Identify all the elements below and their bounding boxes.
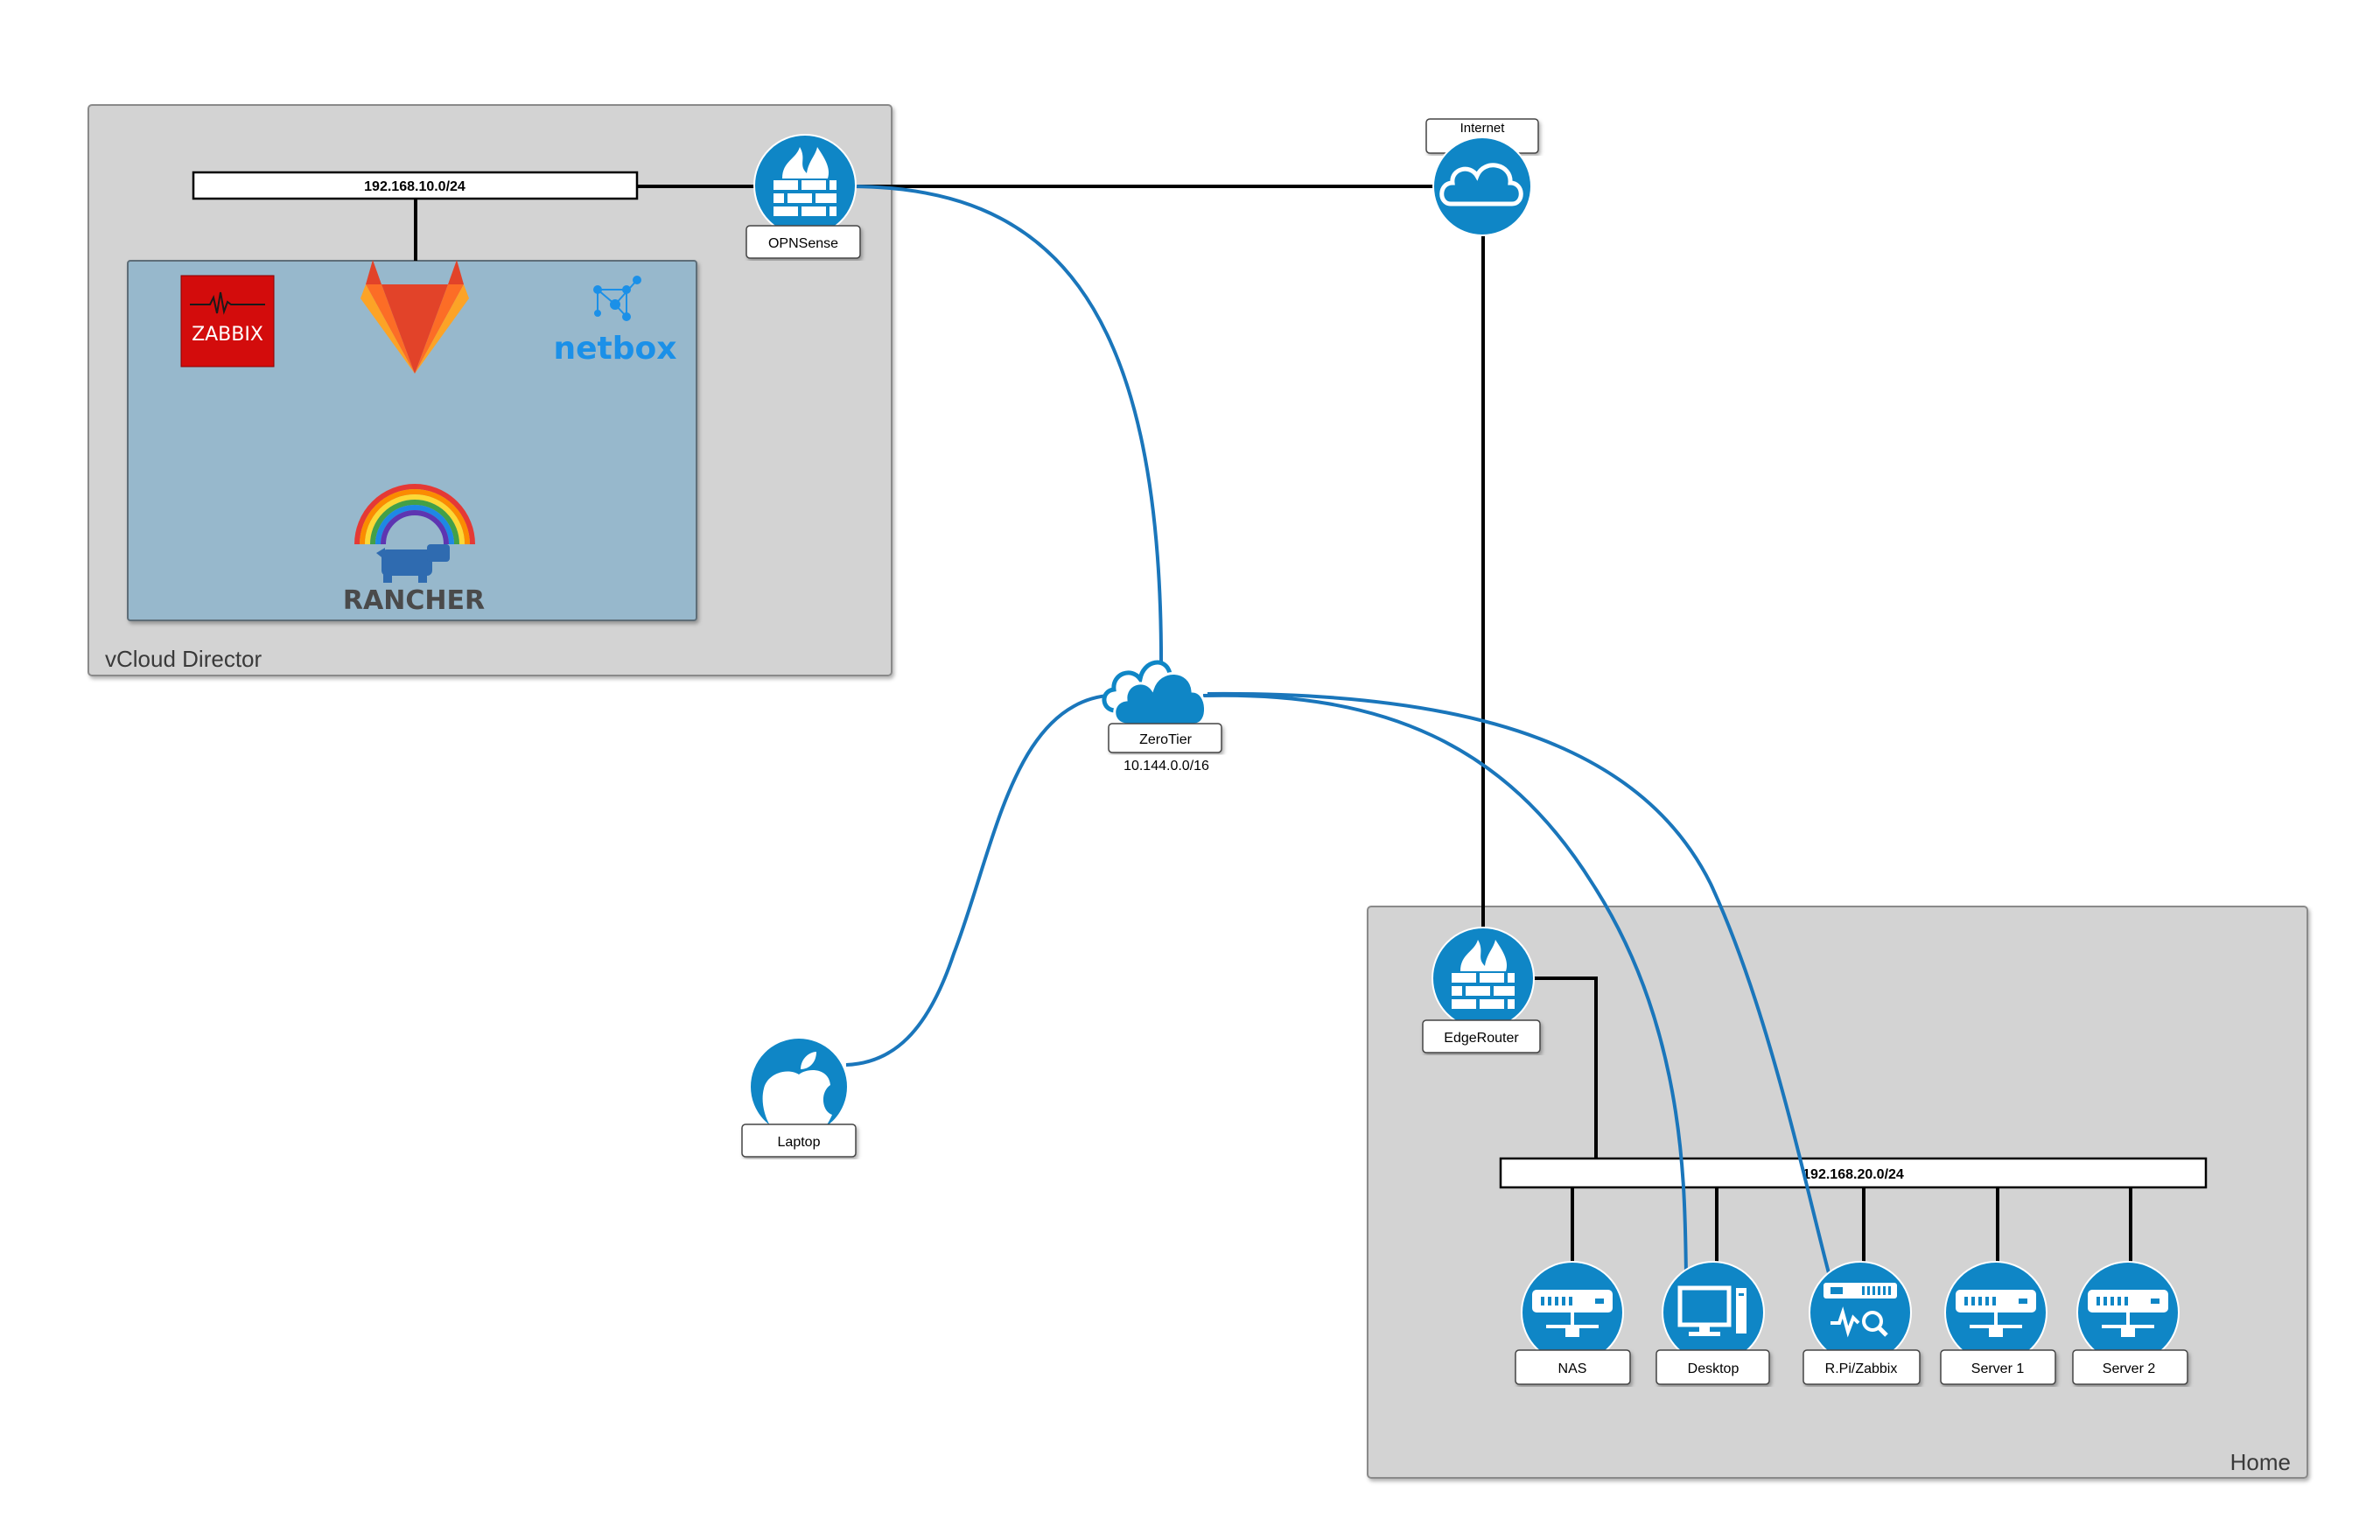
- internet-label: Internet: [1460, 121, 1506, 136]
- cloud-icon: [1102, 660, 1207, 726]
- netbox-logo: netbox: [554, 276, 677, 367]
- rpi-label: R.Pi/Zabbix: [1825, 1362, 1898, 1376]
- vcloud-zone-label: vCloud Director: [105, 646, 262, 672]
- edgerouter-label-box: [1422, 1019, 1541, 1054]
- wired-links: [414, 185, 2132, 1266]
- monitor-server-icon: [1824, 1283, 1897, 1338]
- zabbix-logo: ZABBIX: [180, 275, 275, 368]
- zerotier-label: ZeroTier: [1139, 732, 1193, 747]
- nas-node[interactable]: NAS: [1515, 1261, 1631, 1385]
- home-subnet-label: 192.168.20.0/24: [1802, 1167, 1904, 1182]
- netbox-text: netbox: [554, 331, 677, 367]
- desktop-icon: [1677, 1285, 1746, 1336]
- desktop-circle: [1662, 1261, 1765, 1364]
- nas-label-box: [1515, 1349, 1631, 1385]
- server1-label: Server 1: [1971, 1362, 2025, 1376]
- opnsense-node[interactable]: OPNSense: [746, 134, 861, 259]
- rancher-text: RANCHER: [343, 585, 485, 616]
- edgerouter-label: EdgeRouter: [1444, 1031, 1519, 1046]
- desktop-node[interactable]: Desktop: [1656, 1261, 1770, 1385]
- home-zone-label: Home: [2230, 1449, 2291, 1475]
- home-subnet-bar: [1499, 1157, 2208, 1189]
- server-icon: [1532, 1290, 1613, 1337]
- laptop-node[interactable]: Laptop: [741, 1037, 857, 1158]
- nas-label: NAS: [1558, 1362, 1587, 1376]
- laptop-label: Laptop: [778, 1135, 821, 1150]
- cloud-subnet-bar: [192, 171, 639, 200]
- server-icon: [2088, 1290, 2168, 1337]
- internet-circle: [1432, 136, 1532, 236]
- rpi-label-box: [1802, 1349, 1921, 1385]
- rpi-circle: [1809, 1261, 1912, 1364]
- zerotier-node[interactable]: ZeroTier 10.144.0.0/16: [1102, 660, 1222, 774]
- server2-node[interactable]: Server 2: [2072, 1261, 2188, 1385]
- zerotier-links: [845, 185, 1830, 1274]
- desktop-label-box: [1656, 1349, 1770, 1385]
- desktop-label: Desktop: [1688, 1362, 1740, 1376]
- apple-icon: [762, 1052, 832, 1136]
- firewall-icon: [1452, 940, 1515, 1009]
- zerotier-subnet: 10.144.0.0/16: [1124, 759, 1209, 774]
- zabbix-text: ZABBIX: [192, 324, 263, 346]
- server-icon: [1956, 1290, 2036, 1337]
- rhino-icon: [376, 544, 450, 583]
- server1-node[interactable]: Server 1: [1940, 1261, 2056, 1385]
- firewall-icon: [774, 147, 836, 216]
- server2-label-box: [2072, 1349, 2188, 1385]
- edgerouter-node[interactable]: EdgeRouter: [1422, 927, 1541, 1054]
- cloud-subnet-label: 192.168.10.0/24: [364, 179, 466, 194]
- cloud-icon: [1439, 163, 1523, 206]
- gitlab-logo: [360, 260, 469, 374]
- server1-label-box: [1940, 1349, 2056, 1385]
- server2-label: Server 2: [2103, 1362, 2156, 1376]
- laptop-label-box: [741, 1124, 857, 1158]
- internet-node[interactable]: Internet: [1425, 118, 1539, 236]
- rpi-node[interactable]: R.Pi/Zabbix: [1802, 1261, 1921, 1385]
- opnsense-label-box: [746, 225, 861, 259]
- rancher-logo: RANCHER: [343, 484, 485, 616]
- zerotier-label-box: [1108, 723, 1222, 753]
- opnsense-label: OPNSense: [768, 236, 838, 251]
